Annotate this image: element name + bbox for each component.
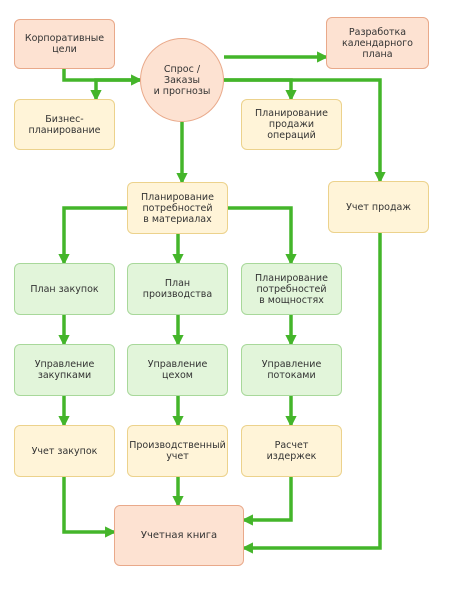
node-purchasing-management: Управление закупками [14, 344, 115, 396]
node-business-planning: Бизнес- планирование [14, 99, 115, 150]
arrow-purchase-accounting-to-ledger [62, 477, 117, 538]
node-demand-orders-forecasts: Спрос / Заказы и прогнозы [140, 38, 224, 122]
node-flow-management: Управление потоками [241, 344, 342, 396]
arrow-demand-to-business-planning [90, 78, 140, 102]
arrow-sales-accounting-to-ledger [241, 233, 382, 554]
node-capacity-requirements-planning: Планирование потребностей в мощностях [241, 263, 342, 315]
node-sales-accounting: Учет продаж [328, 181, 429, 233]
node-shop-floor-management: Управление цехом [127, 344, 228, 396]
arrow-demand-to-sales-accounting [224, 78, 386, 184]
node-purchase-plan: План закупок [14, 263, 115, 315]
node-sales-operations-planning: Планирование продажи операций [241, 99, 342, 150]
arrow-cost-calculation-to-ledger [241, 477, 293, 526]
node-calendar-plan: Разработка календарного плана [326, 17, 429, 69]
node-production-plan: План производства [127, 263, 228, 315]
node-production-accounting: Производственный учет [127, 425, 228, 477]
node-material-requirements-planning: Планирование потребностей в материалах [127, 182, 228, 234]
arrow-demand-to-sales-ops [224, 78, 297, 102]
arrow-mrp-to-capacity-planning [228, 206, 297, 266]
arrow-mrp-to-purchase-plan [58, 206, 127, 266]
node-purchase-accounting: Учет закупок [14, 425, 115, 477]
node-ledger: Учетная книга [114, 505, 244, 566]
node-cost-calculation: Расчет издержек [241, 425, 342, 477]
node-corporate-goals: Корпоративные цели [14, 19, 115, 69]
